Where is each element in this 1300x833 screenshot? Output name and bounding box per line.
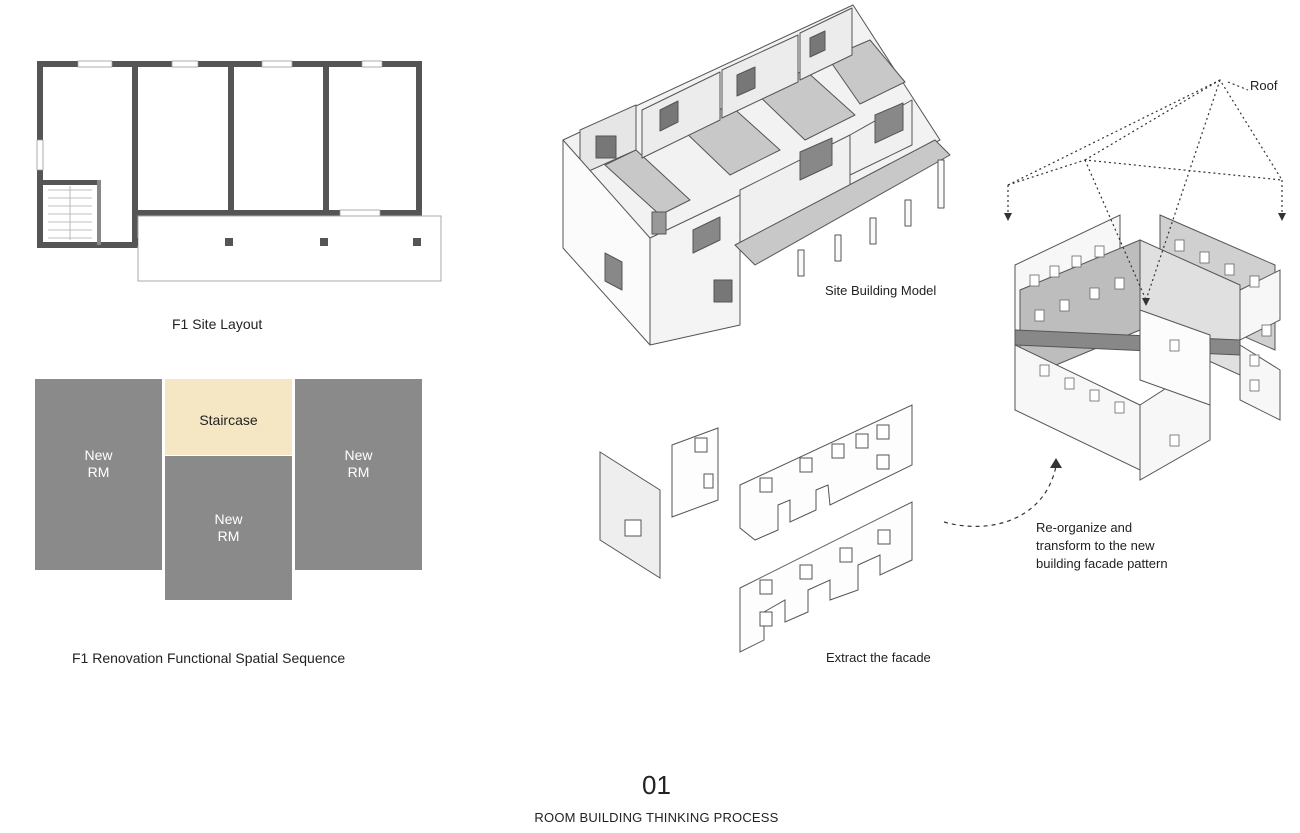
block-staircase: Staircase <box>165 379 292 455</box>
reorganize-line1: Re-organize and <box>1036 520 1133 535</box>
block-center-line1: New <box>214 511 243 527</box>
caption-extract: Extract the facade <box>826 650 931 665</box>
block-right-line1: New <box>344 447 373 463</box>
caption-site-layout: F1 Site Layout <box>172 316 263 332</box>
block-center-line2: RM <box>217 528 240 544</box>
block-right-line2: RM <box>347 464 370 480</box>
reorganize-line2: transform to the new <box>1036 538 1155 553</box>
floor-plan <box>36 60 442 282</box>
transform-arrow <box>943 458 1062 527</box>
staircase-label: Staircase <box>199 412 258 428</box>
block-left-line2: RM <box>87 464 110 480</box>
step-number: 01 <box>642 770 671 800</box>
step-title: ROOM BUILDING THINKING PROCESS <box>534 810 779 825</box>
reorganize-line3: building facade pattern <box>1036 556 1168 571</box>
block-new-room-left: New RM <box>35 379 162 570</box>
block-new-room-center: New RM <box>165 456 292 600</box>
caption-reorganize: Re-organize and transform to the new bui… <box>1036 519 1168 573</box>
caption-roof: Roof <box>1250 78 1278 93</box>
roof-indicator <box>1007 79 1283 301</box>
extracted-facades <box>599 404 913 653</box>
block-left-line1: New <box>84 447 113 463</box>
roof-arrowheads <box>1004 213 1286 306</box>
block-new-room-right: New RM <box>295 379 422 570</box>
site-building-model <box>562 4 951 346</box>
caption-site-model: Site Building Model <box>825 283 937 298</box>
reorganized-facade-assembly <box>1014 214 1281 481</box>
caption-sequence: F1 Renovation Functional Spatial Sequenc… <box>72 650 346 666</box>
